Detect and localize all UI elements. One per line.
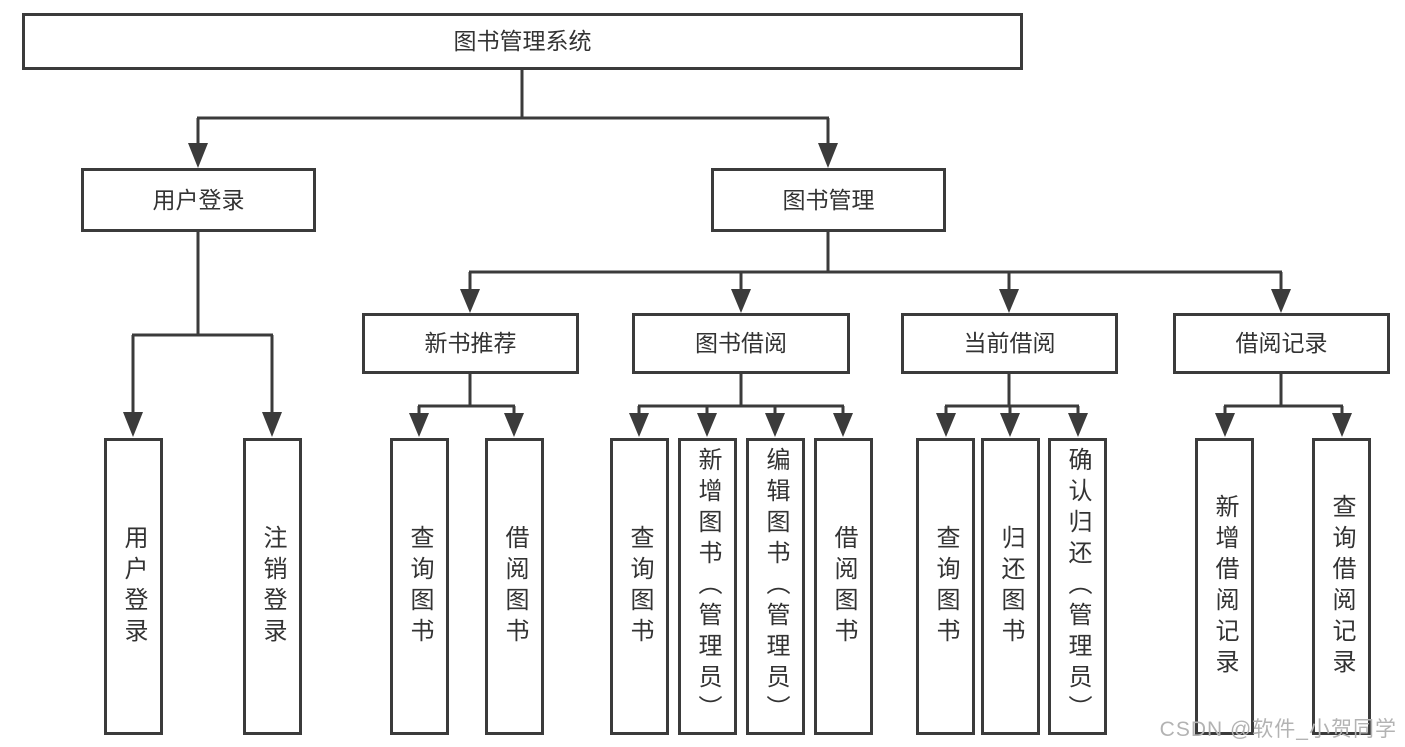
node-book-management: 图书管理 <box>711 168 946 232</box>
leaf-borrow-books-recommend: 借阅图书 <box>485 438 544 735</box>
node-current-borrow: 当前借阅 <box>901 313 1118 374</box>
leaf-user-login: 用户登录 <box>104 438 163 735</box>
node-new-book-recommend: 新书推荐 <box>362 313 579 374</box>
node-user-login: 用户登录 <box>81 168 316 232</box>
leaf-borrow-books-borrow: 借阅图书 <box>814 438 873 735</box>
node-borrow-records: 借阅记录 <box>1173 313 1390 374</box>
leaf-query-books-current: 查询图书 <box>916 438 975 735</box>
leaf-logout: 注销登录 <box>243 438 302 735</box>
leaf-query-borrow-record: 查询借阅记录 <box>1312 438 1371 735</box>
watermark: CSDN @软件_小贺同学 <box>1159 718 1397 741</box>
node-book-borrow: 图书借阅 <box>632 313 850 374</box>
leaf-edit-book-admin: 编辑图书（管理员） <box>746 438 805 735</box>
leaf-add-borrow-record: 新增借阅记录 <box>1195 438 1254 735</box>
leaf-confirm-return-admin: 确认归还（管理员） <box>1048 438 1107 735</box>
node-root: 图书管理系统 <box>22 13 1023 70</box>
leaf-query-books-borrow: 查询图书 <box>610 438 669 735</box>
leaf-return-book: 归还图书 <box>981 438 1040 735</box>
leaf-add-book-admin: 新增图书（管理员） <box>678 438 737 735</box>
leaf-query-books-recommend: 查询图书 <box>390 438 449 735</box>
